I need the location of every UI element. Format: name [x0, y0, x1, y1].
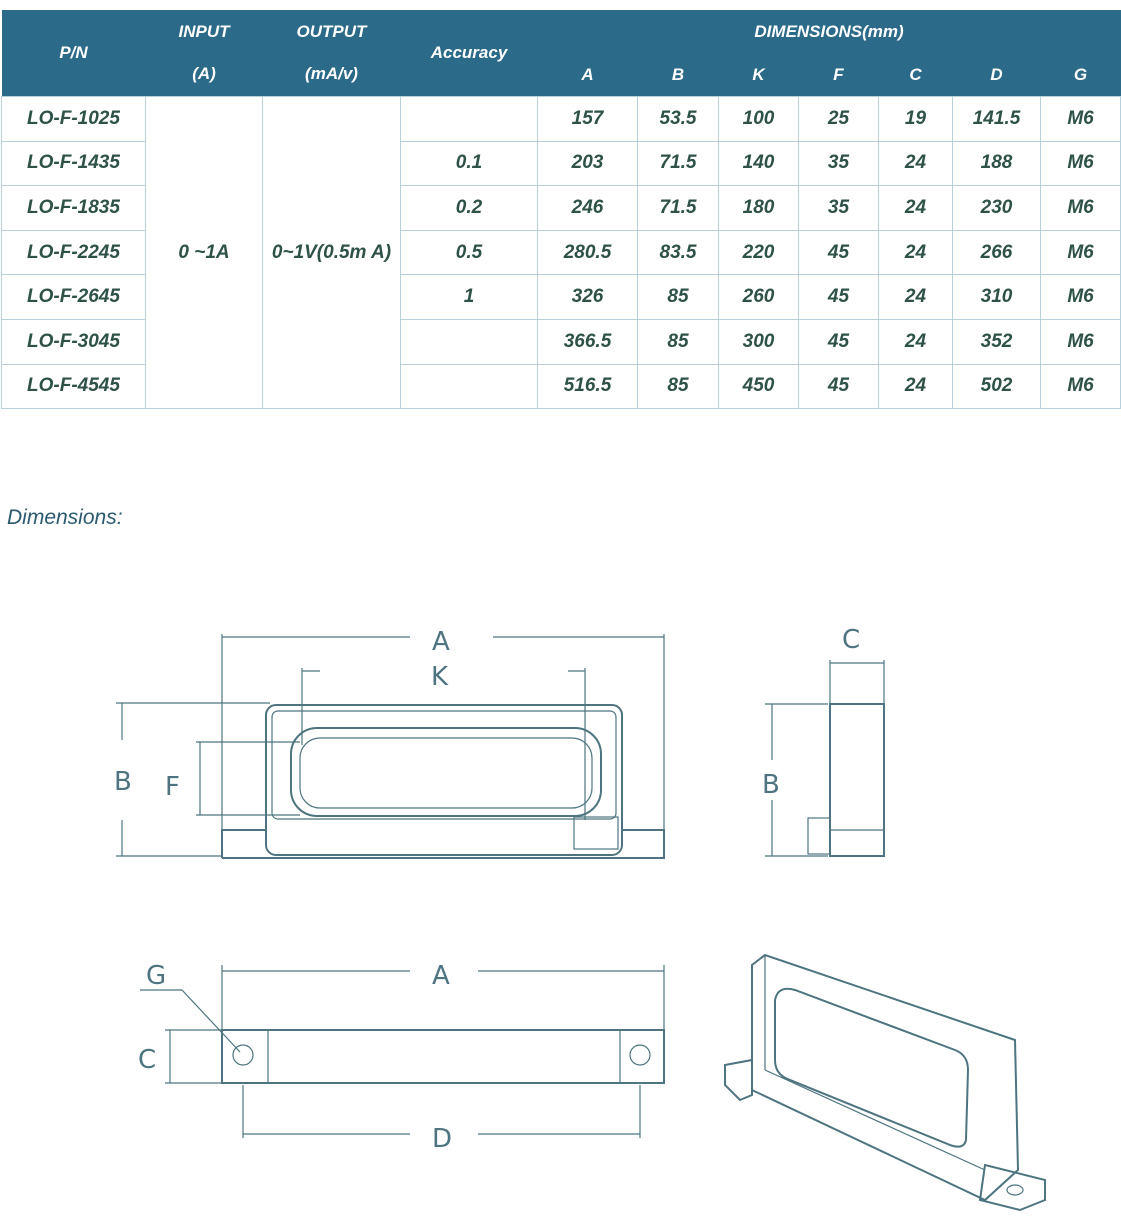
- cell-dim-d: 188: [952, 140, 1041, 187]
- cell-dim-a: 157: [537, 96, 638, 142]
- cell-dim-g: M6: [1039, 318, 1121, 365]
- cell-pn: LO-F-4545: [1, 363, 146, 410]
- cell-dim-f: 45: [798, 363, 879, 410]
- cell-dim-d: 310: [952, 274, 1041, 320]
- header-dim-b: B: [637, 53, 719, 97]
- side-view-drawing: C B: [762, 625, 885, 857]
- cell-dim-f: 45: [798, 274, 879, 320]
- cell-dim-d: 502: [952, 363, 1041, 410]
- isometric-view-drawing: [724, 953, 1046, 1212]
- specifications-table: P/N INPUT(A) OUTPUT(mA/v) Accuracy DIMEN…: [1, 10, 1121, 410]
- cell-dim-d: 352: [952, 318, 1041, 365]
- dimension-label: F: [165, 772, 180, 802]
- dimension-label: G: [146, 961, 166, 991]
- dimension-label: C: [842, 625, 860, 655]
- cell-output: 0~1V(0.5m A): [262, 95, 401, 410]
- header-dim-c: C: [878, 53, 953, 97]
- cell-dim-b: 71.5: [637, 185, 719, 231]
- cell-dim-f: 35: [798, 185, 879, 231]
- cell-dim-g: M6: [1039, 363, 1121, 410]
- cell-dim-g: M6: [1039, 140, 1121, 187]
- cell-pn: LO-F-2245: [1, 229, 146, 276]
- header-dim-k: K: [718, 53, 799, 97]
- cell-pn: LO-F-2645: [1, 274, 146, 320]
- dimension-label: C: [138, 1045, 156, 1075]
- header-accuracy: Accuracy: [400, 10, 538, 97]
- header-dimensions: DIMENSIONS(mm): [537, 10, 1121, 53]
- cell-dim-a: 366.5: [537, 318, 638, 365]
- cell-dim-k: 300: [718, 318, 799, 365]
- cell-dim-a: 246: [537, 185, 638, 231]
- cell-dim-d: 230: [952, 185, 1041, 231]
- dimension-label: K: [431, 662, 449, 692]
- cell-dim-a: 203: [537, 140, 638, 187]
- cell-accuracy: 0.5: [400, 229, 538, 276]
- cell-dim-c: 24: [878, 318, 953, 365]
- cell-dim-g: M6: [1039, 229, 1121, 276]
- section-title: Dimensions:: [7, 506, 123, 529]
- cell-dim-c: 24: [878, 363, 953, 410]
- cell-accuracy: [400, 363, 538, 410]
- cell-dim-b: 85: [637, 363, 719, 410]
- dimension-label: A: [432, 961, 450, 991]
- cell-dim-b: 83.5: [637, 229, 719, 276]
- dimension-label: A: [432, 627, 450, 657]
- dimension-label: D: [432, 1124, 452, 1154]
- header-pn: P/N: [1, 10, 146, 97]
- cell-input: 0 ~1A: [145, 95, 263, 410]
- cell-dim-d: 141.5: [952, 96, 1041, 142]
- cell-dim-b: 53.5: [637, 96, 719, 142]
- header-dim-a: A: [537, 53, 638, 97]
- cell-accuracy: [400, 318, 538, 365]
- header-dim-d: D: [952, 53, 1041, 97]
- cell-dim-a: 326: [537, 274, 638, 320]
- cell-dim-k: 180: [718, 185, 799, 231]
- header-output: OUTPUT(mA/v): [262, 10, 401, 97]
- cell-dim-c: 24: [878, 140, 953, 187]
- cell-dim-c: 19: [878, 96, 953, 142]
- cell-accuracy: 0.2: [400, 185, 538, 231]
- header-dim-f: F: [798, 53, 879, 97]
- bottom-view-drawing: G A C D: [138, 961, 665, 1154]
- cell-dim-f: 25: [798, 96, 879, 142]
- cell-dim-f: 45: [798, 318, 879, 365]
- dimension-label: B: [762, 770, 780, 800]
- dimension-label: B: [114, 767, 132, 797]
- cell-pn: LO-F-3045: [1, 318, 146, 365]
- header-dim-g: G: [1040, 53, 1121, 97]
- cell-dim-g: M6: [1039, 185, 1121, 231]
- cell-dim-a: 280.5: [537, 229, 638, 276]
- cell-dim-k: 100: [718, 96, 799, 142]
- front-view-drawing: A K B F: [114, 627, 665, 859]
- cell-pn: LO-F-1835: [1, 185, 146, 231]
- cell-dim-k: 220: [718, 229, 799, 276]
- cell-dim-k: 260: [718, 274, 799, 320]
- header-input: INPUT(A): [145, 10, 263, 97]
- cell-dim-a: 516.5: [537, 363, 638, 410]
- cell-dim-c: 24: [878, 274, 953, 320]
- cell-pn: LO-F-1025: [1, 96, 146, 142]
